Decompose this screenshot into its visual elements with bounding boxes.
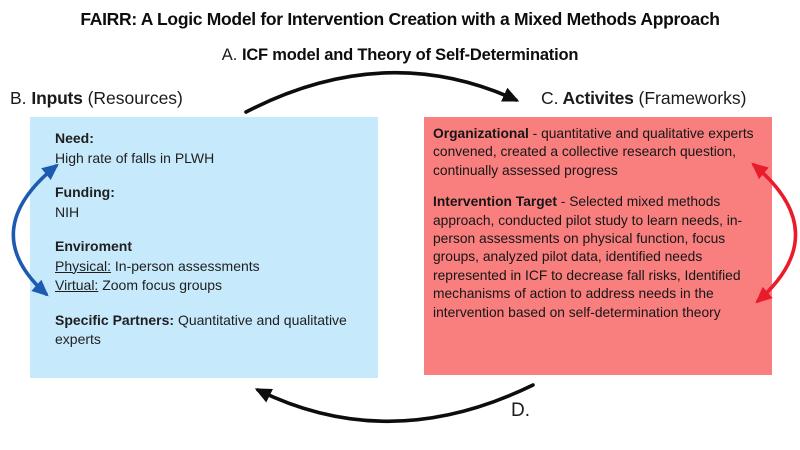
funding-body: NIH — [55, 203, 80, 220]
activities-heading: Activites — [558, 88, 634, 108]
organizational-section: Organizational - quantitative and qualit… — [433, 125, 760, 180]
flow-arrow-d-bottom — [254, 383, 535, 424]
organizational-body: - quantitative and qualitative experts c… — [433, 126, 754, 178]
funding-section: Funding: NIH — [55, 183, 360, 222]
need-heading: Need: — [55, 130, 94, 146]
inputs-box: Need: High rate of falls in PLWH Funding:… — [30, 117, 378, 378]
partners-section: Specific Partners: Quantitative and qual… — [55, 311, 360, 350]
organizational-heading: Organizational — [433, 126, 529, 141]
feedback-label-d: D. — [511, 400, 530, 421]
label-b-letter: B. — [10, 88, 27, 108]
label-c-letter: C. — [541, 88, 559, 108]
virtual-body: Zoom focus groups — [98, 277, 223, 293]
inputs-heading: Inputs — [31, 88, 83, 108]
activities-box: Organizational - quantitative and qualit… — [424, 117, 772, 375]
need-body: High rate of falls in PLWH — [55, 149, 215, 166]
label-a-letter: A. — [221, 46, 238, 64]
activities-subheading: (Frameworks) — [633, 88, 747, 108]
activities-section-label: C. Activites (Frameworks) — [541, 88, 746, 109]
diagram-title: FAIRR: A Logic Model for Intervention Cr… — [80, 9, 720, 29]
physical-label: Physical: — [55, 257, 112, 274]
partners-body: Quantitative and qualitative experts — [55, 311, 347, 348]
flow-arrow-a-top — [244, 70, 520, 114]
need-section: Need: High rate of falls in PLWH — [55, 129, 360, 168]
framework-label-a: A. ICF model and Theory of Self-Determin… — [0, 46, 800, 65]
virtual-label: Virtual: — [55, 277, 99, 293]
intervention-section: Intervention Target - Selected mixed met… — [433, 193, 760, 322]
inputs-subheading: (Resources) — [82, 88, 183, 108]
physical-body: In-person assessments — [111, 257, 260, 274]
partners-heading: Specific Partners: — [55, 311, 175, 328]
inputs-section-label: B. Inputs (Resources) — [10, 88, 183, 109]
intervention-heading: Intervention Target — [433, 194, 557, 210]
intervention-body: - Selected mixed methods approach, condu… — [433, 194, 743, 320]
environment-heading: Enviroment — [55, 238, 133, 254]
framework-label-text: ICF model and Theory of Self-Determinati… — [241, 46, 579, 64]
funding-heading: Funding: — [55, 184, 115, 200]
